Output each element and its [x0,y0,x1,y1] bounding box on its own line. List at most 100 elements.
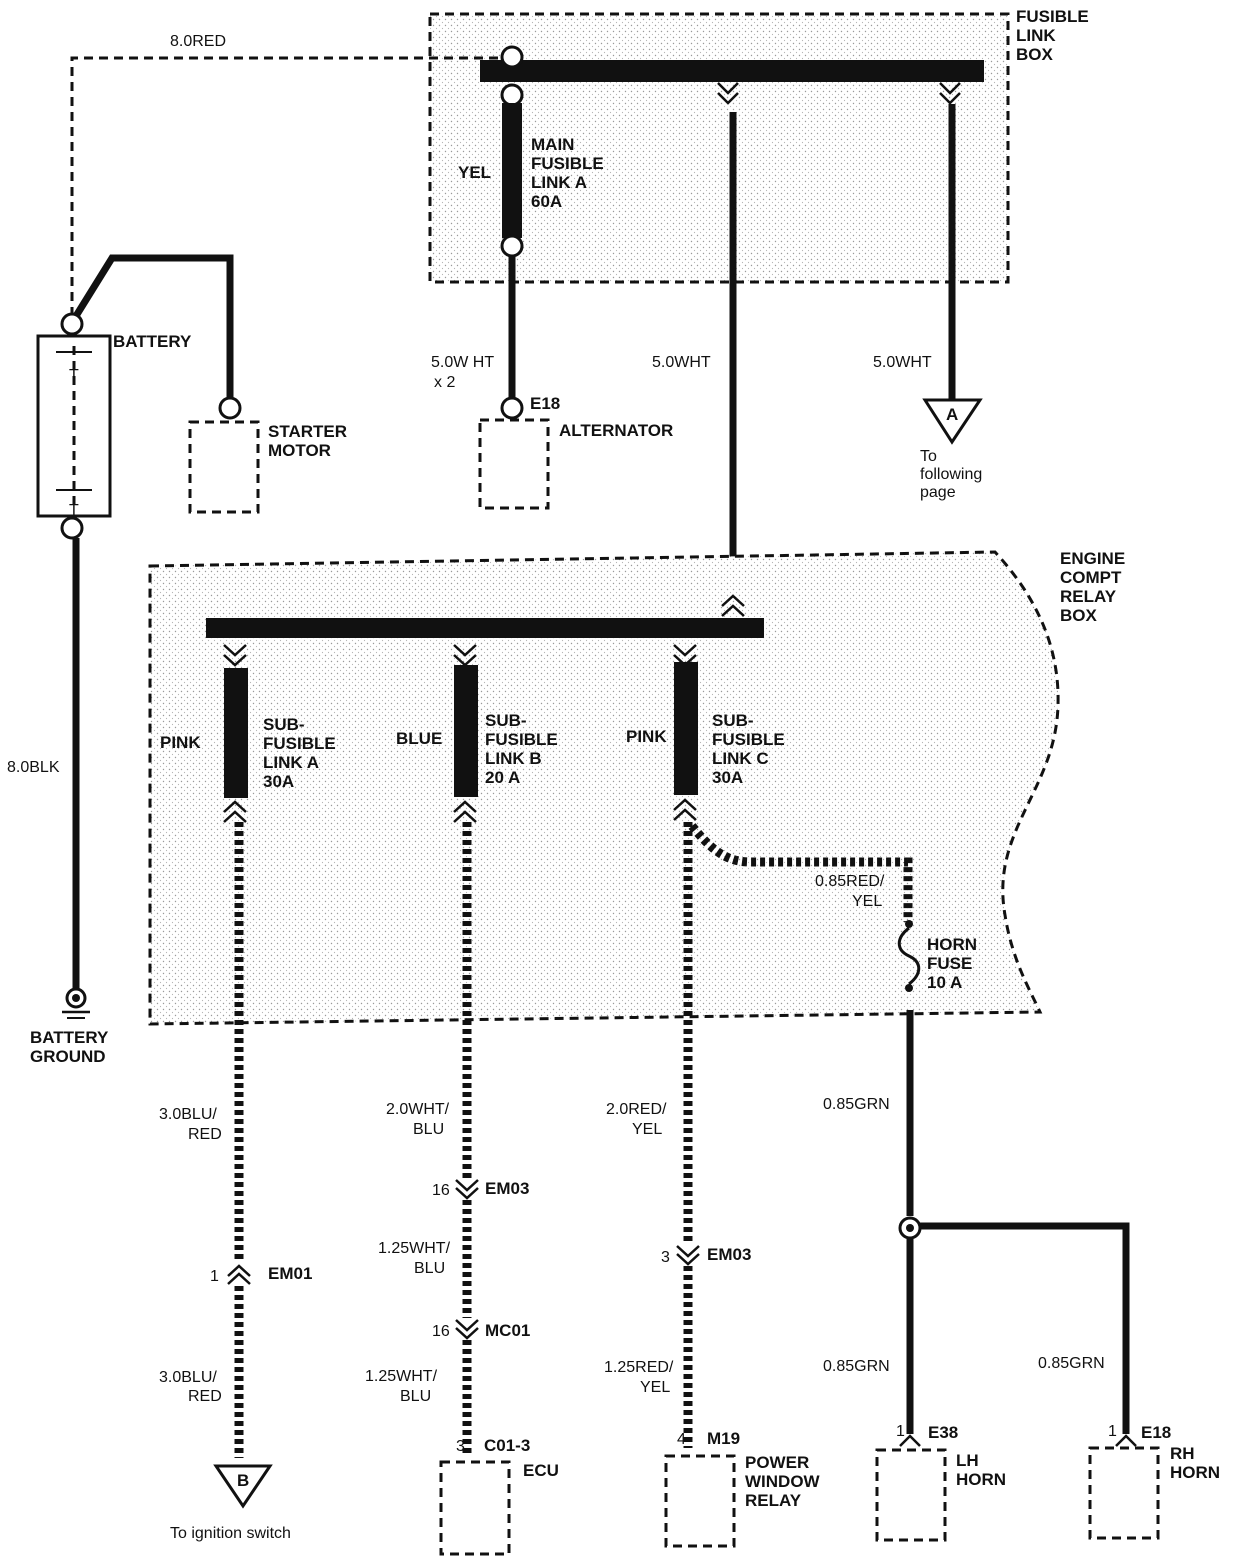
e38-pin: 1 [896,1423,905,1440]
sub-a-label-4: 30A [263,772,294,791]
sub-c-label-3: LINK C [712,749,769,768]
sub-b-mid-label-1: 1.25WHT/ [378,1240,451,1257]
sub-a-output-label-1: 3.0BLU/ [159,1106,217,1123]
sub-c-label-2: FUSIBLE [712,730,785,749]
rh-horn-wire [920,1222,1130,1434]
horn-fuse-label-1: HORN [927,935,977,954]
lh-horn-wire-label: 0.85GRN [823,1358,890,1375]
horn-fuse-bottom-dot [905,984,913,992]
sub-c-color: PINK [626,727,667,746]
m19-label: M19 [707,1429,740,1448]
sub-a-label-3: LINK A [263,753,319,772]
sub-b-low-label-2: BLU [400,1388,431,1405]
em03-b-pin: 16 [432,1182,450,1199]
ecu-connector: C01-3 [484,1436,530,1455]
em03-b-label: EM03 [485,1179,529,1198]
offpage-b-letter: B [237,1471,249,1490]
ground-symbol-center [72,994,80,1002]
em01-chevron [227,1264,251,1285]
alternator-connector: E18 [530,394,560,413]
sub-b-bottom-chevron [453,800,477,823]
em03-c-pin: 3 [661,1249,670,1266]
lh-horn-box [875,1448,947,1542]
horn-output-label: 0.85GRN [823,1096,890,1113]
sub-b-low-label-1: 1.25WHT/ [365,1368,438,1385]
sub-c-low-label-1: 1.25RED/ [604,1359,674,1376]
sub-a-bottom-chevron [223,800,247,823]
offpage-a-letter: A [946,405,958,424]
relay-bus-bar [206,618,764,638]
lh-horn-label-1: LH [956,1451,979,1470]
horn-feed-label-1: 0.85RED/ [815,873,885,890]
alternator-label: ALTERNATOR [559,421,673,440]
mc01-label: MC01 [485,1321,530,1340]
ecu-pin: 3 [456,1438,465,1455]
relay-box-label-4: BOX [1060,606,1098,625]
sub-c-output-label-1: 2.0RED/ [606,1101,667,1118]
horn-fuse-label-2: FUSE [927,954,972,973]
sub-fusible-link-b [454,665,478,797]
lh-horn-chevron [899,1434,921,1447]
horn-feed-wire [688,823,913,922]
alternator-wire-label: 5.0W HT [431,354,494,371]
relay-box-label-1: ENGINE [1060,549,1125,568]
fusible-link-box-label-3: BOX [1016,45,1054,64]
main-link-label-2: FUSIBLE [531,154,604,173]
sub-b-label-1: SUB- [485,711,527,730]
alternator-box [478,418,550,510]
battery-positive-terminal [60,312,84,336]
relay-box-label-3: RELAY [1060,587,1117,606]
starter-label-1: STARTER [268,422,347,441]
rh-horn-wire-label: 0.85GRN [1038,1355,1105,1372]
sub-b-output-label-2: BLU [413,1121,444,1138]
engine-relay-box [148,550,1060,1026]
battery-negative-terminal [60,516,84,540]
e18-label: E18 [1141,1423,1171,1442]
em03-c-chevron [676,1245,700,1266]
main-link-top-terminal [500,45,524,69]
power-window-label-3: RELAY [745,1491,802,1510]
sub-a-output-label-2: RED [188,1126,222,1143]
sub-a-lower-label-1: 3.0BLU/ [159,1369,217,1386]
battery-label: BATTERY [113,332,192,351]
fusible-link-box [428,12,1010,284]
em01-pin: 1 [210,1268,219,1285]
battery-ground-label-1: BATTERY [30,1028,109,1047]
sub-b-label-3: LINK B [485,749,542,768]
following-feed-chevron [939,82,961,105]
main-fusible-link [502,103,522,238]
battery-positive-label: 8.0RED [170,33,226,50]
rh-horn-chevron [1115,1434,1137,1447]
alternator-wire-qty: x 2 [434,374,455,391]
battery-ground-wire-label: 8.0BLK [7,759,60,776]
sub-b-label-4: 20 A [485,768,520,787]
sub-b-label-2: FUSIBLE [485,730,558,749]
rh-horn-label-2: HORN [1170,1463,1220,1482]
battery-symbol-top: T [69,367,79,384]
sub-c-bottom-chevron [673,798,697,821]
sub-c-label-1: SUB- [712,711,754,730]
em01-label: EM01 [268,1264,312,1283]
sub-c-label-4: 30A [712,768,743,787]
rh-horn-box [1088,1446,1160,1540]
main-link-label-4: 60A [531,192,562,211]
power-window-label-1: POWER [745,1453,809,1472]
sub-fusible-link-c [674,662,698,795]
ecu-label: ECU [523,1461,559,1480]
sub-a-label-1: SUB- [263,715,305,734]
mc01-pin: 16 [432,1323,450,1340]
horn-fuse-top-dot [905,920,913,928]
offpage-a-note-3: page [920,484,956,501]
e18-pin: 1 [1108,1423,1117,1440]
m19-pin: 4 [677,1431,686,1448]
em03-b-chevron [455,1179,479,1200]
fusible-link-box-label-2: LINK [1016,26,1056,45]
ecu-box [439,1460,511,1556]
sub-b-output-label-1: 2.0WHT/ [386,1101,450,1118]
relay-box-label-2: COMPT [1060,568,1122,587]
sub-b-mid-label-2: BLU [414,1260,445,1277]
sub-a-lower-label-2: RED [188,1388,222,1405]
alternator-terminal [500,396,524,420]
battery-positive-wire [70,56,500,316]
